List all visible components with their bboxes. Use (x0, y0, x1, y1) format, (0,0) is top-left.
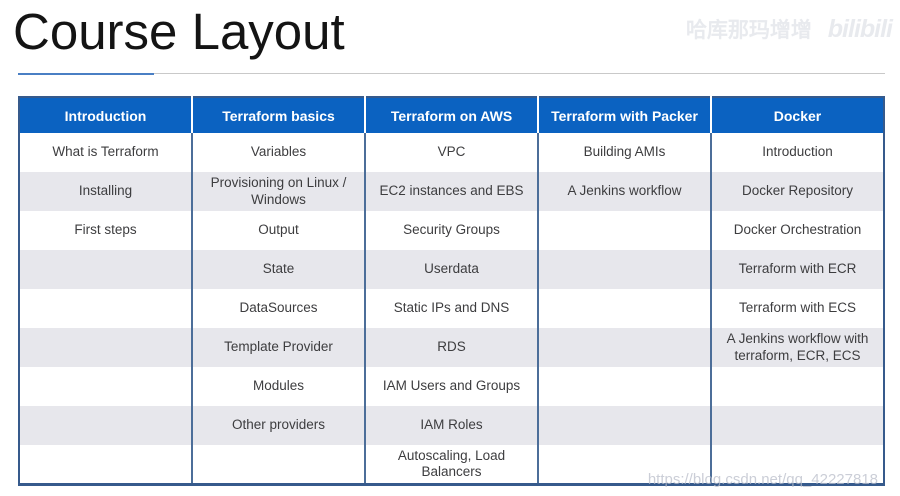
table-row: What is Terraform Variables VPC Building… (19, 133, 884, 172)
column-header-docker: Docker (710, 97, 884, 133)
table-cell (537, 328, 711, 367)
table-cell (710, 406, 884, 445)
table-cell (537, 367, 711, 406)
csdn-url-watermark: https://blog.csdn.net/qq_42227818 (647, 471, 878, 488)
table-cell: State (191, 250, 365, 289)
title-underline-accent (18, 72, 154, 75)
table-header-row: Introduction Terraform basics Terraform … (19, 97, 884, 133)
table-cell: Autoscaling, Load Balancers (364, 445, 538, 484)
table-cell (19, 250, 192, 289)
table-cell: Security Groups (364, 211, 538, 250)
table-cell (537, 289, 711, 328)
table-row: DataSources Static IPs and DNS Terraform… (19, 289, 884, 328)
table-cell: VPC (364, 133, 538, 172)
table-cell: Docker Orchestration (710, 211, 884, 250)
table-row: Autoscaling, Load Balancers (19, 445, 884, 484)
table-cell: IAM Users and Groups (364, 367, 538, 406)
table-cell: First steps (74, 222, 137, 238)
table-cell: A Jenkins workflow with terraform, ECR, … (710, 328, 884, 367)
table-cell (537, 211, 711, 250)
table-cell (537, 250, 711, 289)
table-cell: RDS (364, 328, 538, 367)
column-header-terraform-on-aws: Terraform on AWS (364, 97, 538, 133)
bilibili-username: 哈库那玛增增 (685, 19, 812, 42)
table-cell (710, 367, 884, 406)
table-cell (19, 445, 192, 484)
column-header-terraform-basics: Terraform basics (191, 97, 365, 133)
table-cell: IAM Roles (364, 406, 538, 445)
table-cell: Terraform with ECR (710, 250, 884, 289)
table-cell (537, 445, 711, 484)
table-cell: Other providers (191, 406, 365, 445)
table-cell: Terraform with ECS (710, 289, 884, 328)
table-cell (710, 445, 884, 484)
table-cell (537, 406, 711, 445)
table-cell: Introduction (710, 133, 884, 172)
table-row: Modules IAM Users and Groups (19, 367, 884, 406)
page-title: Course Layout (13, 3, 345, 60)
table-cell: DataSources (191, 289, 365, 328)
table-cell: Static IPs and DNS (364, 289, 538, 328)
table-cell: Provisioning on Linux / Windows (191, 172, 365, 211)
table-cell: Output (191, 211, 365, 250)
table-cell (191, 445, 365, 484)
table-cell: Docker Repository (710, 172, 884, 211)
table-row: Other providers IAM Roles (19, 406, 884, 445)
table-cell (19, 289, 192, 328)
table-cell (19, 367, 192, 406)
table-cell: Installing (78, 183, 133, 199)
table-cell: Template Provider (191, 328, 365, 367)
column-header-terraform-with-packer: Terraform with Packer (537, 97, 711, 133)
table-cell: Modules (191, 367, 365, 406)
bilibili-logo: bilibili (827, 15, 893, 43)
course-layout-table: Introduction Terraform basics Terraform … (18, 96, 885, 486)
table-cell (19, 328, 192, 367)
table-cell: Userdata (364, 250, 538, 289)
title-underline (18, 72, 885, 75)
table-cell: What is Terraform (52, 144, 159, 160)
table-row: Template Provider RDS A Jenkins workflow… (19, 328, 884, 367)
table-cell: Building AMIs (537, 133, 711, 172)
table-cell: Variables (191, 133, 365, 172)
bilibili-watermark: 哈库那玛增增 bilibili (685, 14, 893, 44)
table-row: First steps Output Security Groups Docke… (19, 211, 884, 250)
column-header-introduction: Introduction (19, 97, 192, 133)
title-underline-rule (154, 73, 885, 74)
table-cell (19, 406, 192, 445)
table-cell: EC2 instances and EBS (364, 172, 538, 211)
table-row: State Userdata Terraform with ECR (19, 250, 884, 289)
table-cell: A Jenkins workflow (537, 172, 711, 211)
table-row: Installing Provisioning on Linux / Windo… (19, 172, 884, 211)
